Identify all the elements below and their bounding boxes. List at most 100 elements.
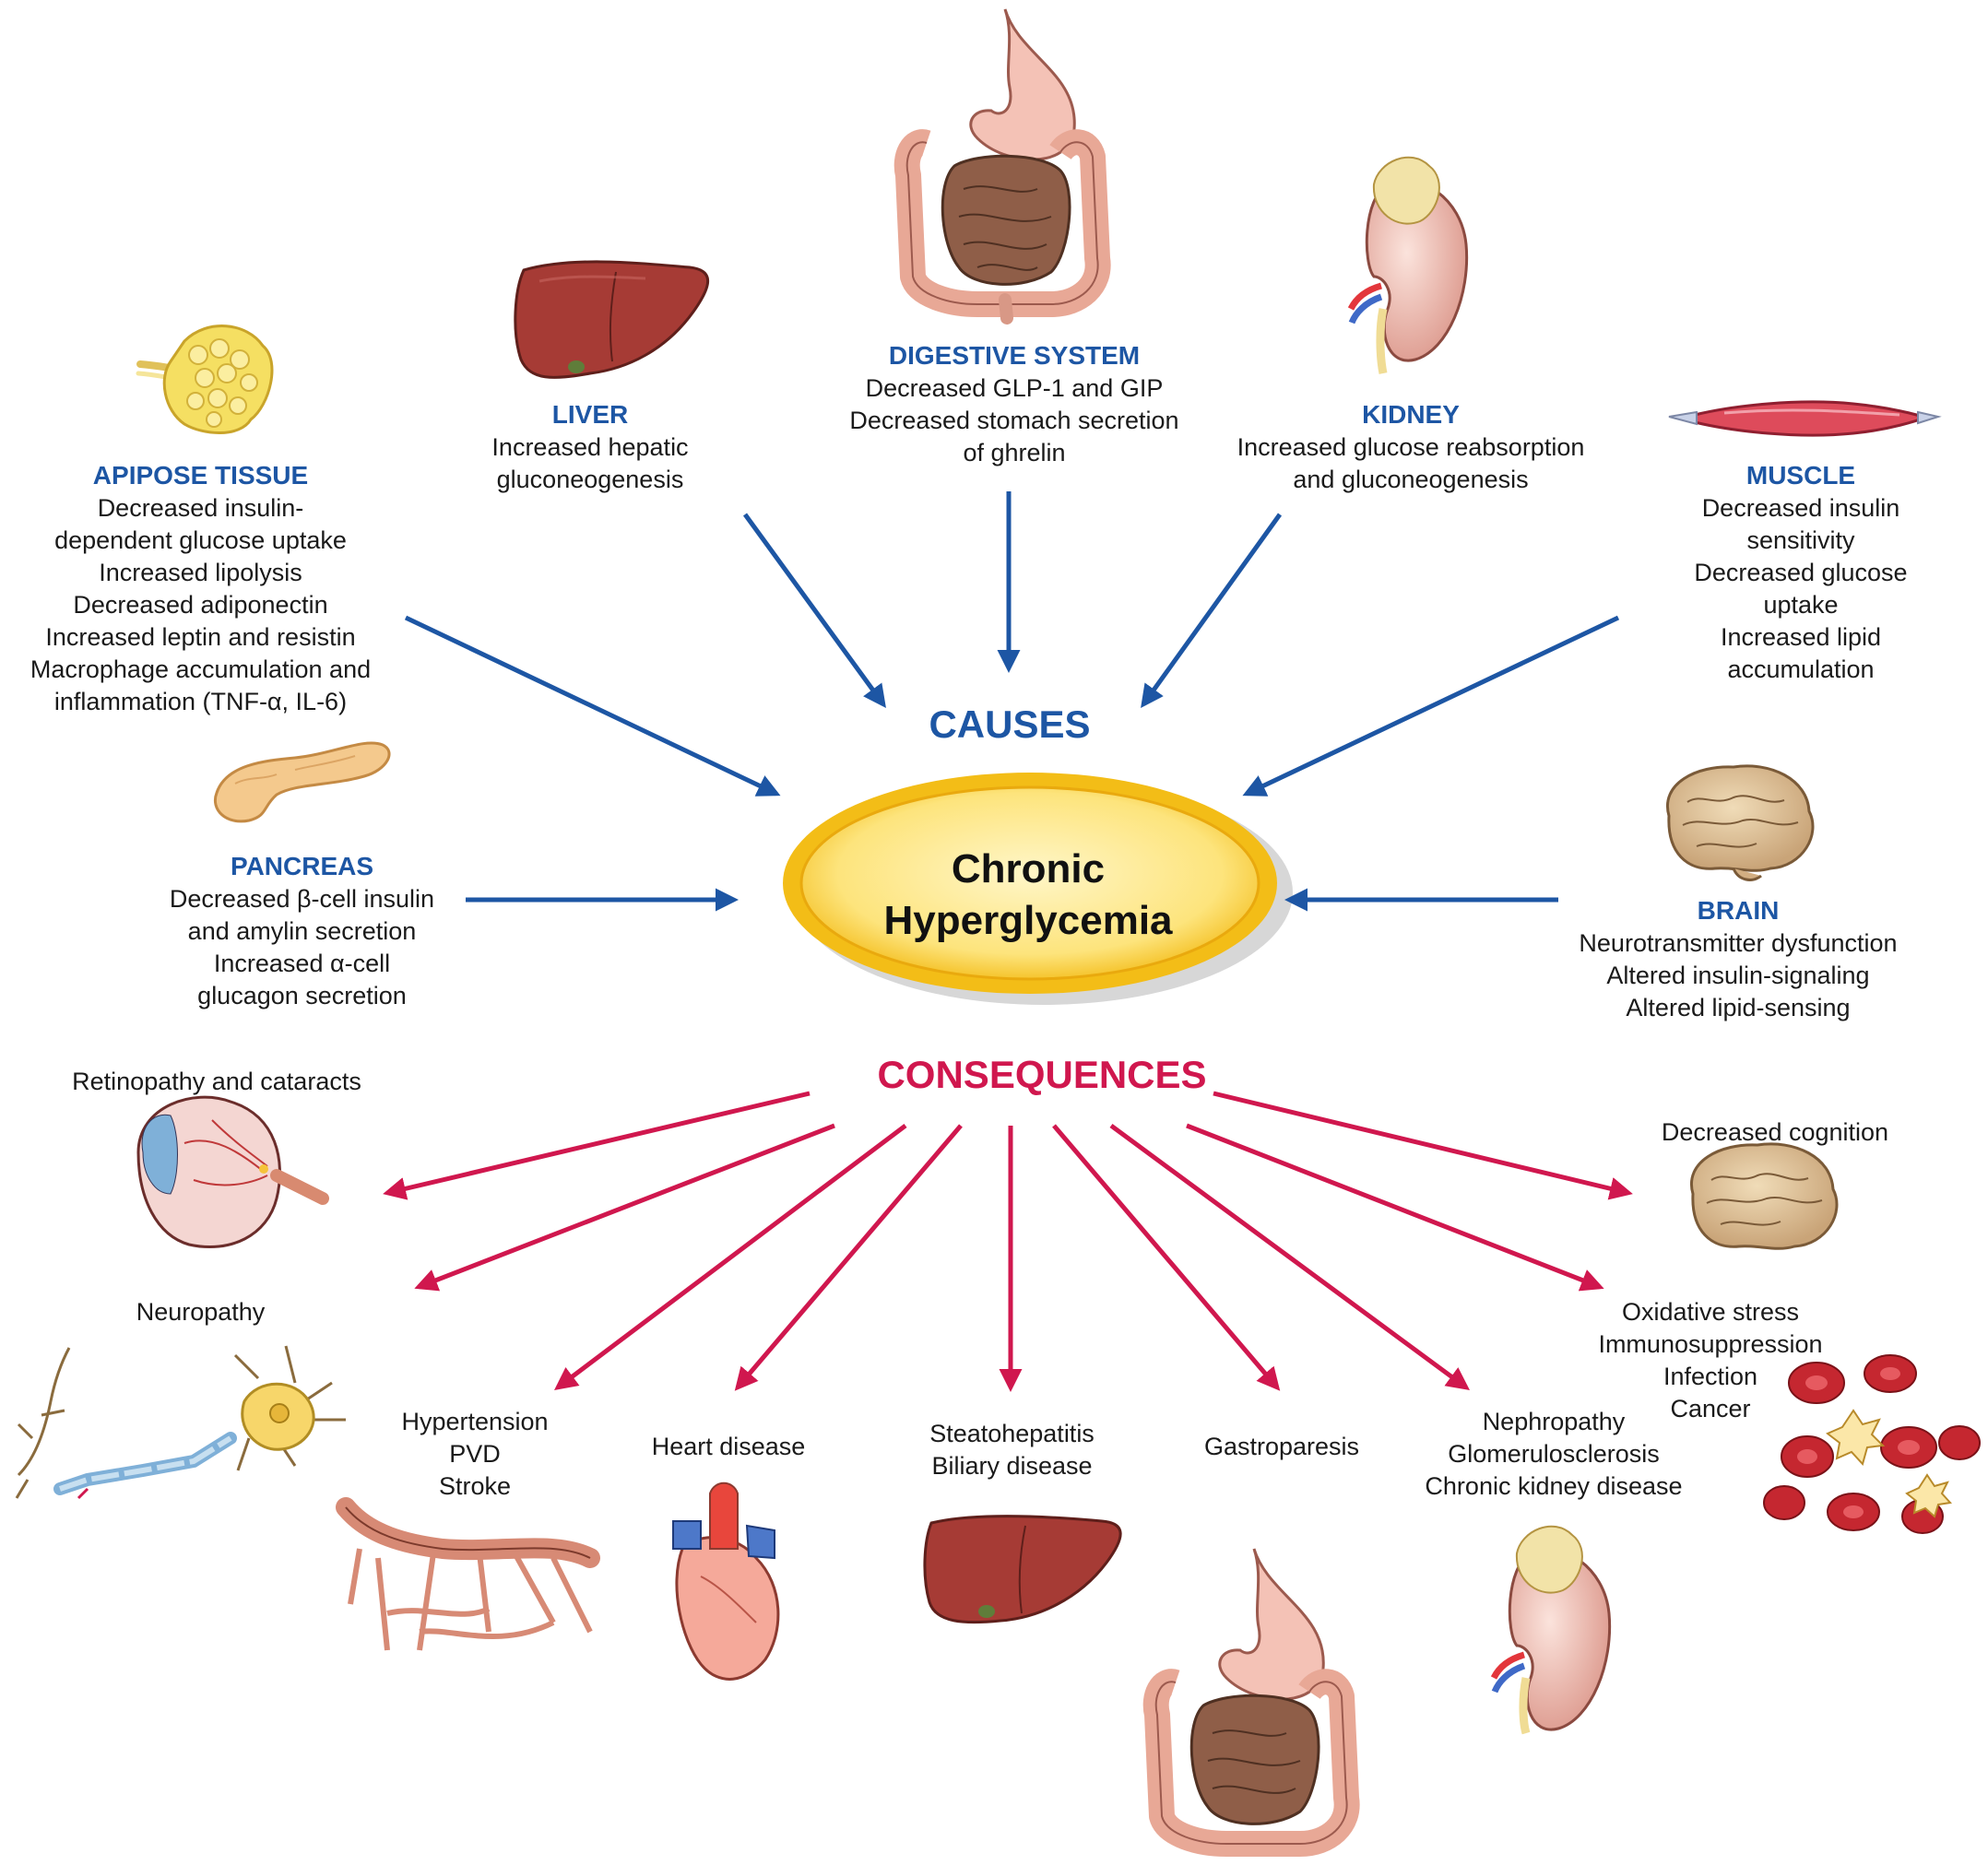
cause-brain: BRAIN Neurotransmitter dysfunction Alter…	[1554, 894, 1923, 1024]
cause-pancreas-title: PANCREAS	[230, 852, 374, 880]
cause-pancreas-line: glucagon secretion	[197, 982, 407, 1009]
consequence-blood-line: Oxidative stress	[1621, 1298, 1800, 1326]
arrow-heart	[734, 1124, 963, 1391]
liver-icon-consequence	[923, 1515, 1122, 1624]
cause-brain-title: BRAIN	[1697, 896, 1780, 925]
kidney-icon-consequence	[1490, 1525, 1612, 1735]
cause-liver-title: LIVER	[551, 400, 629, 429]
blood-vessel-icon	[336, 1497, 600, 1651]
cause-liver: LIVER Increased hepatic gluconeogenesis	[452, 398, 728, 496]
center-line-1: Chronic	[951, 846, 1106, 891]
cause-adipose-line: Decreased adiponectin	[73, 591, 328, 619]
cause-liver-line: gluconeogenesis	[496, 466, 684, 493]
arrow-blood	[1186, 1123, 1604, 1292]
consequence-liver: Steatohepatitis Biliary disease	[899, 1418, 1125, 1482]
arrow-adipose	[404, 615, 781, 797]
center-line-2: Hyperglycemia	[883, 898, 1173, 943]
cause-brain-line: Altered lipid-sensing	[1626, 994, 1851, 1021]
arrow-kidney-c	[1109, 1123, 1471, 1390]
consequence-vascular: Hypertension PVD Stroke	[369, 1406, 581, 1503]
consequences-heading: CONSEQUENCES	[877, 1053, 1207, 1096]
cause-arrows	[404, 491, 1620, 912]
liver-icon	[514, 260, 709, 379]
consequence-kidney-line: Glomerulosclerosis	[1448, 1440, 1660, 1468]
consequence-kidney-line: Nephropathy	[1482, 1408, 1626, 1435]
arrow-gut	[1052, 1124, 1281, 1391]
muscle-icon	[1668, 400, 1942, 437]
cause-adipose-line: inflammation (TNF-α, IL-6)	[53, 688, 348, 715]
consequence-eye-line: Retinopathy and cataracts	[72, 1068, 361, 1095]
brain-icon	[1666, 764, 1815, 881]
consequence-heart-line: Heart disease	[651, 1433, 806, 1460]
blood-cells-icon	[1763, 1354, 1981, 1534]
cause-pancreas-line: Increased α-cell	[213, 950, 391, 977]
cause-kidney-line: and gluconeogenesis	[1293, 466, 1529, 493]
consequence-blood-line: Cancer	[1670, 1395, 1751, 1422]
cause-adipose-line: Macrophage accumulation and	[30, 655, 372, 683]
consequence-eye: Retinopathy and cataracts	[41, 1066, 392, 1098]
digestive-system-icon-consequence	[1142, 1548, 1360, 1857]
cause-muscle-line: sensitivity	[1746, 526, 1855, 554]
cause-adipose: APIPOSE TISSUE Decreased insulin- depend…	[0, 459, 401, 718]
cause-adipose-line: Increased leptin and resistin	[45, 623, 356, 651]
consequence-brain-line: Decreased cognition	[1661, 1118, 1889, 1146]
cause-adipose-line: Increased lipolysis	[99, 559, 302, 586]
consequence-liver-line: Biliary disease	[931, 1452, 1093, 1480]
consequence-kidney: Nephropathy Glomerulosclerosis Chronic k…	[1402, 1406, 1706, 1503]
consequence-nerve-line: Neuropathy	[136, 1298, 266, 1326]
cause-pancreas-line: and amylin secretion	[187, 917, 417, 945]
consequence-brain: Decreased cognition	[1623, 1116, 1927, 1149]
cause-muscle-line: Increased lipid	[1720, 623, 1882, 651]
arrow-nerve	[414, 1123, 835, 1292]
causes-heading: CAUSES	[929, 702, 1091, 746]
cause-kidney: KIDNEY Increased glucose reabsorption an…	[1199, 398, 1623, 496]
consequence-blood-line: Infection	[1663, 1363, 1758, 1390]
consequence-heart: Heart disease	[618, 1431, 839, 1463]
kidney-icon	[1347, 156, 1469, 374]
arrow-muscle	[1242, 615, 1620, 797]
arrow-vascular	[554, 1124, 907, 1391]
consequence-arrows	[383, 1091, 1633, 1392]
hyperglycemia-ellipse	[783, 773, 1293, 1005]
neuron-icon	[15, 1345, 346, 1500]
cause-kidney-line: Increased glucose reabsorption	[1237, 433, 1585, 461]
cause-muscle-line: Decreased glucose	[1694, 559, 1908, 586]
cause-digestive-line: Decreased GLP-1 and GIP	[865, 374, 1164, 402]
cause-muscle-line: uptake	[1763, 591, 1839, 619]
consequence-liver-line: Steatohepatitis	[929, 1420, 1095, 1447]
cause-digestive-line: of ghrelin	[963, 439, 1066, 466]
cause-brain-line: Altered insulin-signaling	[1606, 962, 1870, 989]
consequence-vascular-line: Stroke	[438, 1472, 512, 1500]
cause-pancreas: PANCREAS Decreased β-cell insulin and am…	[129, 850, 475, 1012]
cause-muscle-title: MUSCLE	[1745, 461, 1856, 490]
arrow-liver	[742, 513, 886, 709]
adipose-tissue-icon	[136, 325, 274, 434]
cause-adipose-line: dependent glucose uptake	[54, 526, 347, 554]
cause-adipose-title: APIPOSE TISSUE	[92, 461, 309, 490]
consequence-gut-line: Gastroparesis	[1203, 1433, 1360, 1460]
cause-digestive: DIGESTIVE SYSTEM Decreased GLP-1 and GIP…	[811, 339, 1217, 469]
consequence-blood-line: Immunosuppression	[1598, 1330, 1823, 1358]
consequence-vascular-line: Hypertension	[401, 1408, 549, 1435]
arrow-brain-c	[1213, 1091, 1633, 1200]
heart-icon	[672, 1481, 780, 1681]
cause-muscle-line: accumulation	[1727, 655, 1875, 683]
cause-muscle-line: Decreased insulin	[1701, 494, 1900, 522]
consequence-kidney-line: Chronic kidney disease	[1425, 1472, 1683, 1500]
consequence-blood: Oxidative stress Immunosuppression Infec…	[1577, 1296, 1844, 1425]
cause-digestive-line: Decreased stomach secretion	[849, 407, 1179, 434]
consequence-gut: Gastroparesis	[1180, 1431, 1383, 1463]
cause-pancreas-line: Decreased β-cell insulin	[169, 885, 435, 913]
cause-kidney-title: KIDNEY	[1362, 400, 1460, 429]
cause-brain-line: Neurotransmitter dysfunction	[1579, 929, 1898, 957]
center-title: Chronic Hyperglycemia	[784, 844, 1272, 947]
arrow-kidney	[1141, 513, 1283, 709]
arrow-eye	[383, 1091, 811, 1200]
cause-muscle: MUSCLE Decreased insulin sensitivity Dec…	[1660, 459, 1942, 686]
consequence-nerve: Neuropathy	[92, 1296, 309, 1328]
digestive-system-icon	[893, 8, 1111, 325]
cause-digestive-title: DIGESTIVE SYSTEM	[888, 341, 1141, 370]
cause-adipose-line: Decreased insulin-	[97, 494, 304, 522]
brain-icon-consequence	[1690, 1142, 1839, 1250]
